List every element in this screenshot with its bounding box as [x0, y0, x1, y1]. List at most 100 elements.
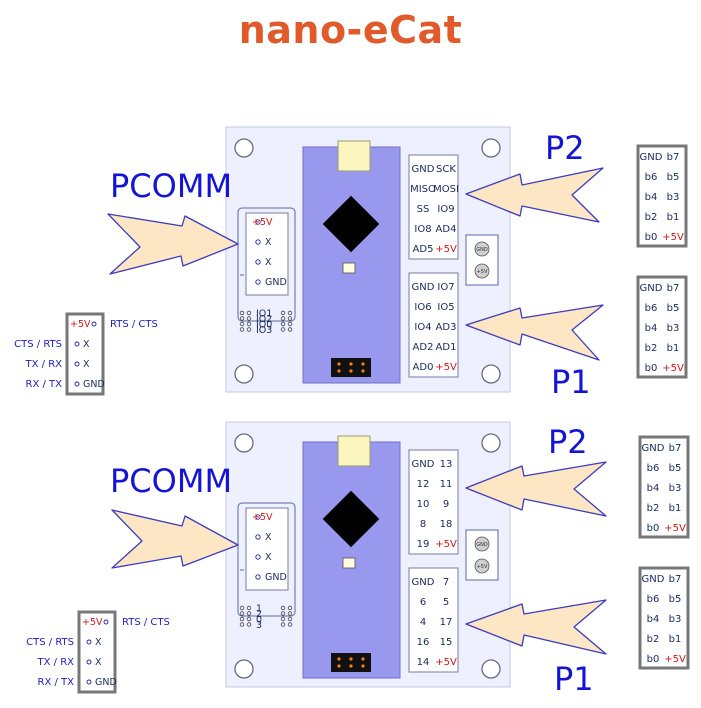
ext-header-pin-label: b6	[645, 172, 658, 183]
ext-header-pin-label: b2	[645, 343, 658, 354]
io-pin	[239, 316, 245, 321]
ext-header-pin-label: b4	[645, 192, 658, 203]
ext-header-pin-label: b3	[667, 323, 680, 334]
pcomm-pin-label: X	[265, 532, 272, 543]
ext-header	[636, 275, 688, 379]
label-p2: P2	[548, 423, 588, 461]
io-pin	[239, 622, 245, 627]
icsp-pin	[337, 362, 341, 366]
pcomm-ext-left-label: CTS / RTS	[14, 339, 62, 350]
ext-header-pin-label: b1	[667, 212, 680, 223]
header-pin-label: +5V	[435, 657, 457, 668]
pcomm-pin-label: +5V	[252, 217, 273, 228]
power-pad-label: +5V	[477, 564, 488, 570]
header-pin-label: SCK	[436, 164, 456, 175]
io-pin	[280, 622, 286, 627]
ext-header-pin-label: b4	[647, 614, 660, 625]
pcomm-header	[245, 507, 289, 591]
icsp-header	[331, 358, 371, 377]
io-pin	[280, 327, 286, 332]
arrows	[107, 167, 607, 655]
header-pin-label: IO8	[414, 224, 431, 235]
pcomm-ext-pin	[91, 321, 97, 327]
io-pin	[280, 310, 286, 316]
io-label: IO3	[256, 325, 272, 336]
ext-header-pin-label: b6	[647, 594, 660, 605]
ext-header-pin-label: b2	[647, 634, 660, 645]
mounting-hole	[234, 138, 254, 158]
pcomm-pin	[255, 279, 261, 285]
ext-header-pin-label: GND	[640, 152, 663, 163]
header-pin-label: AD5	[413, 244, 434, 255]
callout-arrow	[465, 599, 607, 655]
io-label: IO1	[256, 309, 272, 320]
ext-header-pin-label: b0	[645, 363, 658, 374]
icsp-pin	[337, 664, 341, 668]
header-pin-label: AD1	[436, 342, 457, 353]
ext-header-pin-label: b5	[669, 463, 682, 474]
pcomm-outline	[237, 502, 296, 617]
pcomm-ext-pin-label: GND	[95, 677, 117, 688]
mounting-hole	[481, 433, 501, 453]
header-pin-label: IO6	[414, 302, 431, 313]
header-pin-label: GND	[412, 459, 435, 470]
io-pin	[239, 310, 245, 316]
icsp-pin	[361, 362, 365, 366]
io-pin	[287, 622, 293, 627]
ext-header-pin-label: b7	[667, 152, 680, 163]
header-pin-label: 16	[417, 637, 430, 648]
header-pin-label: MISO	[410, 184, 436, 195]
header-pin-label: +5V	[435, 539, 457, 550]
pcomm-pin-label: X	[265, 237, 272, 248]
io-pin	[287, 310, 293, 316]
io-pin	[287, 605, 293, 611]
io-label: 3	[256, 620, 262, 631]
io-pin	[239, 327, 245, 332]
gnd-pad	[474, 536, 490, 552]
ext-header-pin-label: b5	[667, 172, 680, 183]
icsp-pin	[337, 369, 341, 373]
io-label: 0	[256, 615, 262, 626]
callout-arrow	[107, 213, 239, 275]
header-pin-label: 8	[420, 519, 426, 530]
ext-header-pin-label: b5	[667, 303, 680, 314]
header-pin-label: 17	[440, 617, 453, 628]
ext-header-pin-label: b5	[669, 594, 682, 605]
pcomm-pin-label: X	[265, 552, 272, 563]
callout-arrow	[465, 304, 604, 361]
pcomm-pin	[255, 239, 261, 245]
pcomm-ext-right-label: RTS / CTS	[110, 319, 158, 330]
ext-header-pin-label: b6	[647, 463, 660, 474]
mounting-hole	[481, 138, 501, 158]
pcomm-ext-pin-label: X	[95, 637, 102, 648]
ext-header	[638, 435, 690, 539]
io-pin	[246, 310, 252, 316]
io-pin	[246, 321, 252, 327]
header-pin-label: 4	[420, 617, 426, 628]
p1-header	[408, 272, 459, 378]
power-pad	[474, 558, 490, 574]
pcomm-ext-left-label: RX / TX	[26, 379, 63, 390]
pcomm-ext-header	[65, 312, 105, 396]
io-pin	[246, 316, 252, 321]
io-pin	[287, 611, 293, 616]
ext-header-pin-label: b2	[645, 212, 658, 223]
pcomm-ext-left-label: TX / RX	[37, 657, 75, 668]
io-pin	[287, 327, 293, 332]
callout-arrow	[465, 461, 607, 517]
ext-header-pin-label: b4	[645, 323, 658, 334]
pcomm-ext-pin	[86, 679, 92, 685]
label-p2: P2	[545, 129, 585, 167]
ext-header-pin-label: +5V	[662, 363, 684, 374]
header-pin-label: IO9	[437, 204, 454, 215]
ext-header-pin-label: b3	[669, 483, 682, 494]
mounting-hole	[234, 659, 254, 679]
pcomm-ext-pin-label: X	[83, 359, 90, 370]
io-pin	[280, 605, 286, 611]
io-label: IO0	[256, 320, 272, 331]
ext-header-pin-label: b4	[647, 483, 660, 494]
gnd-pad-label: GND	[476, 542, 488, 548]
ext-header-pin-label: b1	[669, 634, 682, 645]
